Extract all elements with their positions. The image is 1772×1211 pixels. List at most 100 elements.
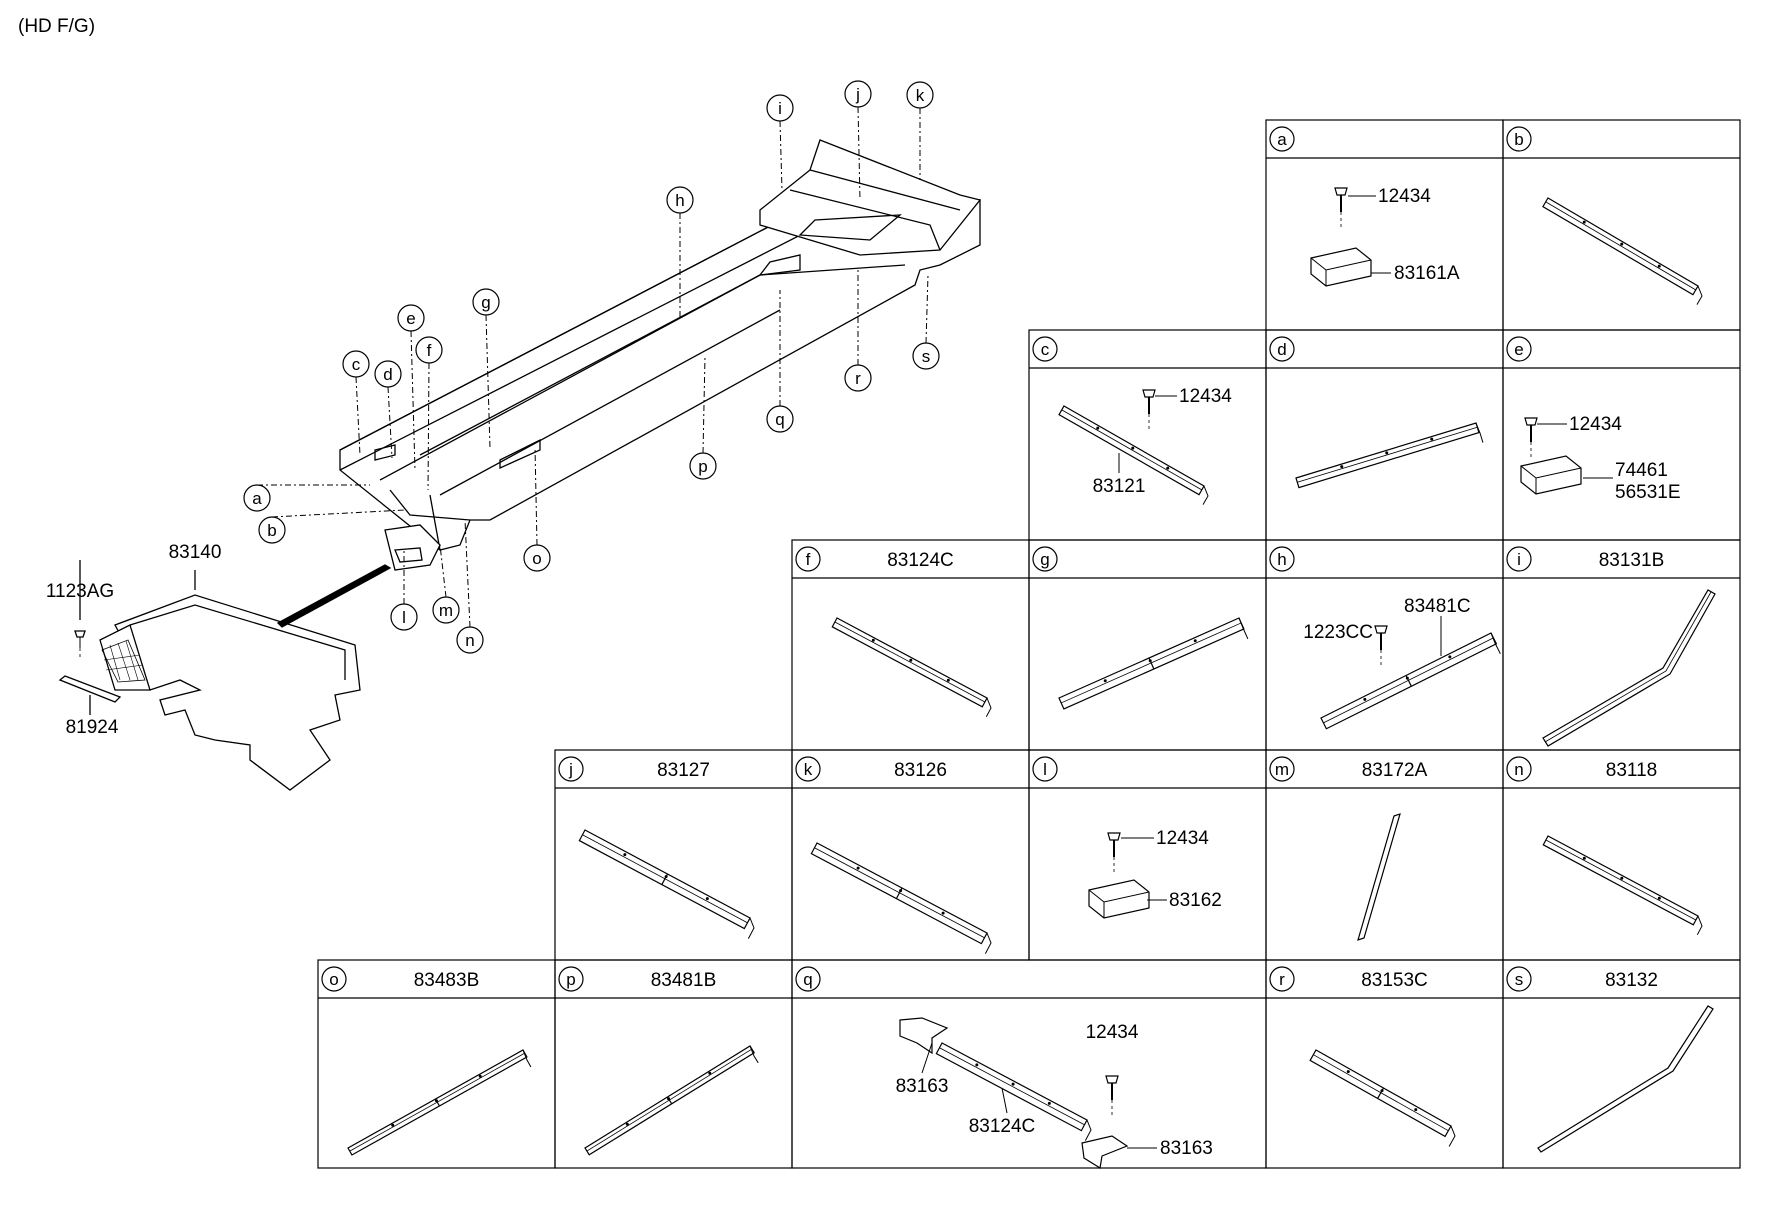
callout-s: s <box>912 274 940 370</box>
callout-f: f <box>415 336 443 491</box>
part-drawing-n <box>1542 835 1703 936</box>
cell-id-o: o <box>329 970 338 989</box>
cell-id-f: f <box>806 550 811 569</box>
callout-p: p <box>689 355 717 480</box>
part-drawing-s <box>1537 1005 1714 1153</box>
part-drawing-k <box>810 842 992 954</box>
cell-id-m: m <box>1275 760 1289 779</box>
part-label-screw: 1123AG <box>46 581 114 602</box>
part-label-q-0: 83163 <box>896 1076 949 1097</box>
cell-id-g: g <box>1040 550 1049 569</box>
detail-cell-d: d <box>1265 329 1504 541</box>
floor-assembly-drawing <box>58 139 982 791</box>
part-drawing-o <box>347 1049 532 1156</box>
cell-id-l: l <box>1043 760 1047 779</box>
svg-text:o: o <box>532 549 541 568</box>
cell-id-a: a <box>1277 130 1287 149</box>
part-drawing-d <box>1295 422 1484 489</box>
part-drawing-l <box>1088 832 1167 919</box>
part-label-e-1: 74461 <box>1615 460 1668 481</box>
cell-id-k: k <box>804 760 813 779</box>
cell-id-h: h <box>1277 550 1286 569</box>
callout-h: h <box>666 186 694 318</box>
detail-cell-j: j 83127 <box>554 749 793 961</box>
callout-j: j <box>844 80 872 201</box>
detail-cell-h: h 1223CC 83481C <box>1265 539 1504 751</box>
part-label-a-1: 83161A <box>1394 263 1460 284</box>
svg-text:c: c <box>352 355 361 374</box>
part-drawing-g <box>1058 617 1249 710</box>
detail-cell-f: f 83124C <box>791 539 1030 751</box>
header-title: (HD F/G) <box>18 16 96 37</box>
svg-text:q: q <box>775 410 784 429</box>
svg-text:l: l <box>402 608 406 627</box>
detail-cell-g: g <box>1028 539 1267 751</box>
part-label-mat: 83140 <box>169 542 222 563</box>
part-drawing-p <box>584 1045 759 1156</box>
callout-c: c <box>342 350 370 456</box>
part-label-e-2: 56531E <box>1615 482 1681 503</box>
detail-cell-k: k 83126 <box>791 749 1030 961</box>
part-label-h-0: 1223CC <box>1303 622 1373 643</box>
cell-id-c: c <box>1041 340 1050 359</box>
callout-o: o <box>523 446 551 572</box>
detail-cell-i: i 83131B <box>1502 539 1741 751</box>
cell-title-j: 83127 <box>657 760 710 781</box>
part-drawing-h <box>1320 616 1501 730</box>
cell-id-s: s <box>1515 970 1524 989</box>
callout-a: a <box>243 484 370 512</box>
callout-q: q <box>766 290 794 433</box>
part-drawing-a <box>1310 187 1391 287</box>
svg-text:r: r <box>855 369 861 388</box>
part-label-l-0: 12434 <box>1156 828 1209 849</box>
callout-e: e <box>397 304 425 471</box>
cell-id-b: b <box>1514 130 1523 149</box>
cell-title-k: 83126 <box>894 760 947 781</box>
detail-cell-c: c 12434 83121 <box>1028 329 1267 541</box>
part-drawing-m <box>1357 813 1401 941</box>
part-label-c-1: 83121 <box>1093 476 1146 497</box>
cell-title-p: 83481B <box>651 970 717 991</box>
svg-text:a: a <box>252 489 262 508</box>
cell-id-i: i <box>1517 550 1521 569</box>
part-drawing-c <box>1058 389 1209 505</box>
svg-text:b: b <box>267 521 276 540</box>
cell-title-s: 83132 <box>1605 970 1658 991</box>
part-label-strip: 81924 <box>66 717 119 738</box>
cell-id-r: r <box>1279 970 1285 989</box>
svg-text:p: p <box>698 457 707 476</box>
cell-title-f: 83124C <box>887 550 954 571</box>
callout-b: b <box>258 509 406 544</box>
callout-d: d <box>374 360 402 459</box>
part-label-q-3: 83163 <box>1160 1138 1213 1159</box>
cell-id-j: j <box>568 760 573 779</box>
callout-l: l <box>390 550 418 631</box>
svg-text:i: i <box>778 99 782 118</box>
part-label-h-1: 83481C <box>1404 596 1471 617</box>
cell-title-n: 83118 <box>1606 760 1657 781</box>
svg-text:j: j <box>855 85 860 104</box>
svg-text:e: e <box>406 309 415 328</box>
svg-text:m: m <box>439 601 453 620</box>
callout-k: k <box>906 81 934 180</box>
part-label-a-0: 12434 <box>1378 186 1431 207</box>
detail-cell-l: l 12434 83162 <box>1028 749 1267 961</box>
svg-text:s: s <box>922 347 931 366</box>
part-label-l-1: 83162 <box>1169 890 1222 911</box>
svg-text:k: k <box>916 86 925 105</box>
svg-text:g: g <box>481 293 490 312</box>
part-drawing-e <box>1520 417 1613 495</box>
svg-text:d: d <box>383 365 392 384</box>
svg-text:n: n <box>465 631 474 650</box>
cell-title-i: 83131B <box>1599 550 1665 571</box>
part-label-c-0: 12434 <box>1179 386 1232 407</box>
callout-n: n <box>456 519 484 654</box>
